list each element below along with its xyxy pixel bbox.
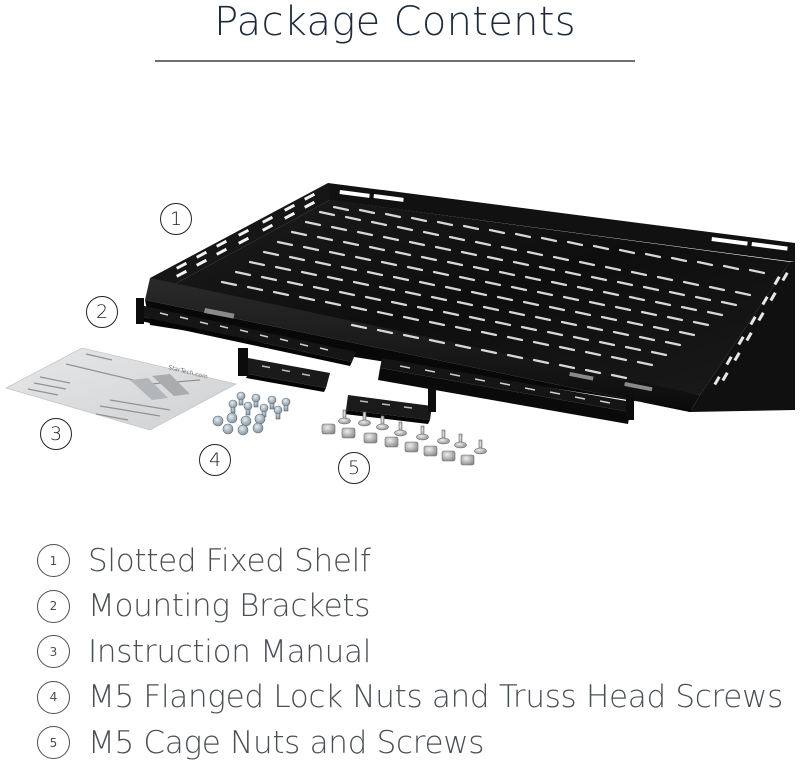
product-illustration: StarTech.com [4,183,795,466]
callout-5-cage-nuts: 5 [338,452,370,484]
callout-2-brackets: 2 [86,296,118,328]
legend-number-circle: 1 [37,544,70,578]
legend-label: M5 Cage Nuts and Screws [88,724,485,761]
page-title: Package Contents [214,0,576,45]
legend-label: M5 Flanged Lock Nuts and Truss Head Scre… [88,679,783,716]
callout-1-shelf: 1 [160,203,192,235]
legend-item-cage-nuts: 5 M5 Cage Nuts and Screws [37,720,783,766]
legend-item-brackets: 2 Mounting Brackets [37,584,783,630]
legend-label: Mounting Brackets [88,588,371,625]
legend-number-circle: 5 [37,726,70,760]
mounting-brackets [136,298,634,424]
callout-3-manual: 3 [40,418,72,450]
cage-nuts-and-screws [321,409,487,466]
slotted-shelf [145,183,795,412]
legend-label: Slotted Fixed Shelf [88,542,371,579]
legend-item-lock-nuts: 4 M5 Flanged Lock Nuts and Truss Head Sc… [37,675,783,721]
instruction-manual: StarTech.com [4,347,238,431]
legend-number-circle: 3 [37,635,70,669]
legend-item-shelf: 1 Slotted Fixed Shelf [37,538,783,584]
lock-nuts-and-truss-screws [212,391,291,436]
legend-label: Instruction Manual [88,633,372,670]
title-divider [155,60,635,62]
contents-legend: 1 Slotted Fixed Shelf 2 Mounting Bracket… [37,538,783,766]
legend-item-manual: 3 Instruction Manual [37,629,783,675]
callout-4-lock-nuts: 4 [199,444,231,476]
legend-number-circle: 4 [37,680,70,714]
legend-number-circle: 2 [37,589,70,623]
